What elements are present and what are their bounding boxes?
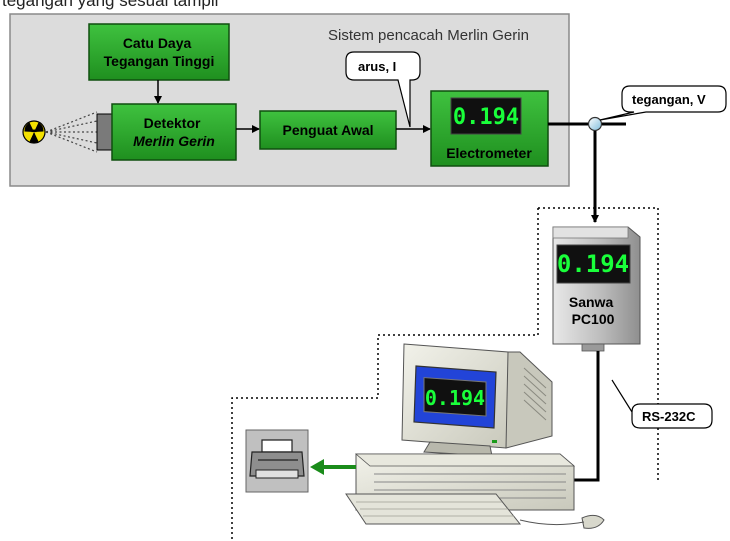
sanwa-readout: 0.194 xyxy=(557,250,629,278)
electrometer-label: Electrometer xyxy=(446,145,532,161)
svg-text:Sanwa PC100: Sanwa PC100 xyxy=(569,294,617,327)
detector-label-line1: Detektor xyxy=(144,115,201,131)
printer-icon xyxy=(245,429,309,493)
electrometer-block: 0.194 Electrometer xyxy=(430,90,549,167)
current-callout: arus, I xyxy=(345,51,421,128)
voltage-callout-label: tegangan, V xyxy=(632,92,706,107)
hv-supply-block: Catu Daya Tegangan Tinggi xyxy=(88,23,230,81)
sanwa-multimeter-icon: 0.194 Sanwa PC100 xyxy=(552,226,641,352)
radiation-source-icon xyxy=(22,120,46,144)
rs232-callout: RS-232C xyxy=(611,379,713,429)
radiation-rays xyxy=(45,111,98,153)
preamp-label: Penguat Awal xyxy=(282,122,373,138)
electrometer-display xyxy=(450,97,522,135)
voltage-callout: tegangan, V xyxy=(599,85,727,121)
system-title: Sistem pencacah Merlin Gerin xyxy=(328,27,529,44)
detector-block: Detektor Merlin Gerin xyxy=(111,103,237,161)
caption-fragment: tegangan yang sesuai tampil xyxy=(2,0,218,10)
svg-text:Detektor Merlin Gerin: Detektor Merlin Gerin xyxy=(133,115,215,149)
rs232-callout-label: RS-232C xyxy=(642,409,696,424)
detector-window xyxy=(96,113,113,151)
hv-supply-label-line1: Catu Daya xyxy=(123,35,192,51)
preamp-block: Penguat Awal xyxy=(259,110,397,150)
monitor-readout: 0.194 xyxy=(425,386,485,410)
current-callout-label: arus, I xyxy=(358,59,396,74)
sanwa-label-line2: PC100 xyxy=(572,311,615,327)
sanwa-display xyxy=(556,244,631,284)
connector-node xyxy=(587,116,603,132)
computer-to-printer-arrow xyxy=(310,459,356,475)
monitor-display xyxy=(423,377,487,417)
electrometer-readout: 0.194 xyxy=(453,105,519,130)
computer-system-dotted-outline xyxy=(231,207,659,541)
sanwa-label-line1: Sanwa xyxy=(569,294,614,310)
detector-label-line2: Merlin Gerin xyxy=(133,133,215,149)
hv-supply-label-line2: Tegangan Tinggi xyxy=(104,53,215,69)
svg-text:Catu Daya Tegangan Tingg: Catu Daya Tegangan Tinggi xyxy=(104,35,215,69)
computer-icon: 0.194 xyxy=(345,343,605,529)
